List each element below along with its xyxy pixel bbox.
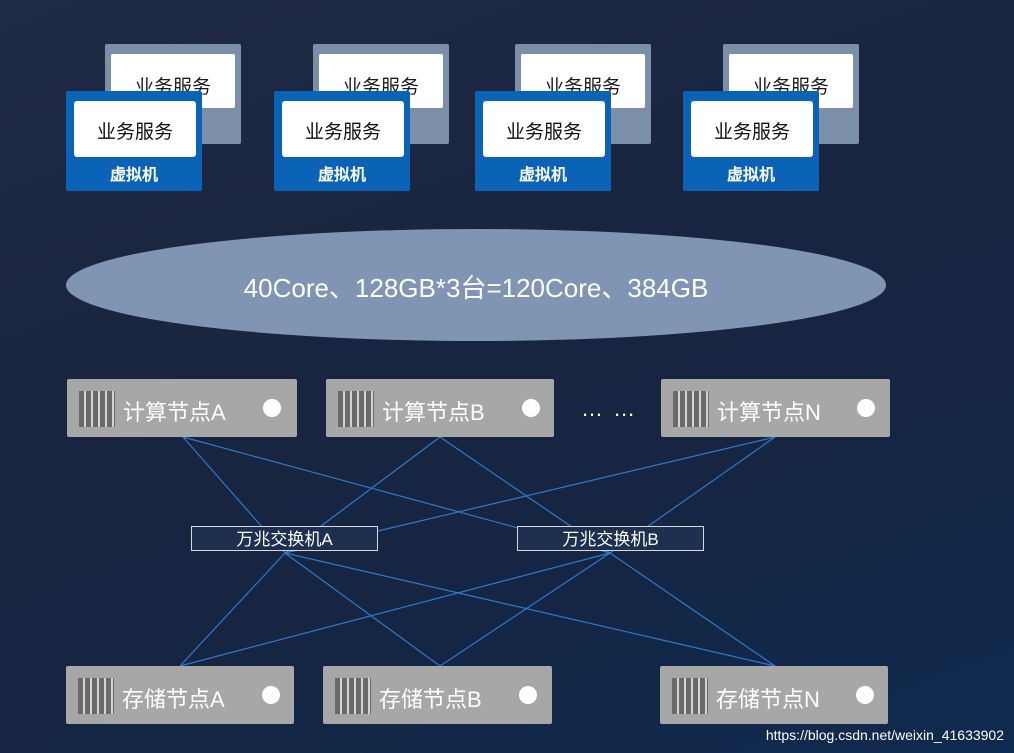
watermark: https://blog.csdn.net/weixin_41633902 [765,727,1004,743]
service-box: 业务服务 [282,101,404,157]
resource-pool-label: 40Core、128GB*3台=120Core、384GB [243,273,709,303]
compute-node-b: 计算节点B [326,379,554,437]
ellipsis: … … [581,396,638,421]
status-dot-icon [522,399,540,417]
storage-node-label: 存储节点B [379,687,482,712]
server-rack-icon [78,678,114,714]
service-box: 业务服务 [74,101,196,157]
status-dot-icon [262,686,280,704]
server-rack-icon [335,678,371,714]
service-box: 业务服务 [691,101,813,157]
switch-a: 万兆交换机A [191,526,378,551]
server-rack-icon [672,678,708,714]
storage-node-label: 存储节点A [122,687,225,712]
storage-node-a: 存储节点A [66,666,294,724]
server-rack-icon [79,391,115,427]
vm-front-4: 业务服务 虚拟机 [683,91,819,191]
vm-front-2: 业务服务 虚拟机 [274,91,410,191]
storage-node-label: 存储节点N [716,687,820,712]
status-dot-icon [263,399,281,417]
compute-node-label: 计算节点B [382,400,485,425]
switch-b: 万兆交换机B [517,526,704,551]
service-label: 业务服务 [505,122,582,143]
vm-front-3: 业务服务 虚拟机 [475,91,611,191]
status-dot-icon [519,686,537,704]
compute-node-a: 计算节点A [67,379,297,437]
vm-label: 虚拟机 [518,167,567,184]
compute-node-label: 计算节点N [717,400,821,425]
vm-label: 虚拟机 [726,167,775,184]
service-label: 业务服务 [304,122,381,143]
compute-node-n: 计算节点N [661,379,890,437]
vm-label: 虚拟机 [317,167,366,184]
service-label: 业务服务 [713,122,790,143]
vm-label: 虚拟机 [109,167,158,184]
server-rack-icon [673,391,709,427]
storage-node-b: 存储节点B [323,666,552,724]
server-rack-icon [338,391,374,427]
compute-node-label: 计算节点A [123,400,226,425]
resource-pool: 40Core、128GB*3台=120Core、384GB [66,229,886,341]
status-dot-icon [856,686,874,704]
status-dot-icon [857,399,875,417]
vm-front-1: 业务服务 虚拟机 [66,91,202,191]
service-label: 业务服务 [96,122,173,143]
storage-node-n: 存储节点N [660,666,888,724]
service-box: 业务服务 [483,101,605,157]
